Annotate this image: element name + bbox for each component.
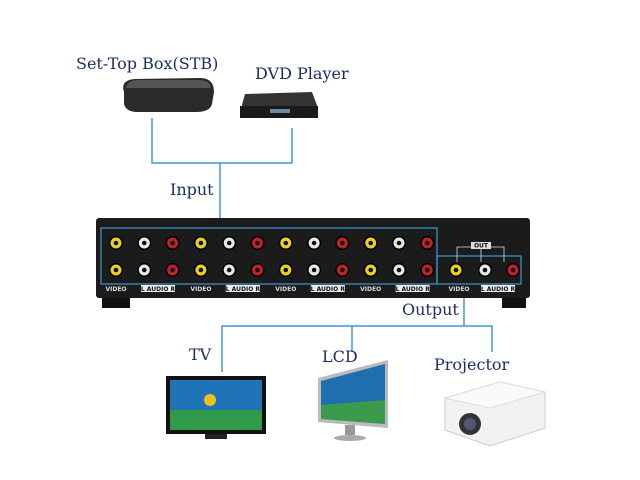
rca-jack [193, 263, 208, 277]
rca-jack [278, 263, 293, 277]
rca-jack [335, 236, 350, 250]
rca-jack [250, 236, 265, 250]
rca-jack [278, 236, 293, 250]
tv-image [166, 376, 266, 439]
lcd-monitor-image [318, 360, 388, 441]
rca-jack [478, 263, 492, 277]
audio-label: L AUDIO R [226, 286, 261, 293]
rca-jack [307, 236, 322, 250]
tv-label: TV [189, 345, 212, 364]
audio-label: L AUDIO R [141, 286, 176, 293]
rca-jack [420, 263, 435, 277]
input-line [151, 118, 293, 164]
rca-jack [193, 236, 208, 250]
rca-jack [307, 263, 322, 277]
set-top-box-image [123, 78, 214, 112]
output-label: Output [402, 300, 459, 319]
rca-jack [335, 263, 350, 277]
rca-jack [222, 236, 237, 250]
rca-jack [250, 263, 265, 277]
rca-jack [165, 236, 180, 250]
audio-label: L AUDIO R [481, 286, 516, 293]
out-label: OUT [474, 243, 489, 250]
rca-jack [420, 236, 435, 250]
stb-label: Set-Top Box(STB) [76, 54, 219, 73]
video-label: VIDEO [275, 286, 296, 293]
dvd-player-label: DVD Player [255, 64, 349, 83]
output-line [221, 325, 493, 372]
rca-jack [137, 236, 152, 250]
audio-label: L AUDIO R [396, 286, 431, 293]
rca-jack [363, 263, 378, 277]
rca-jack [222, 263, 237, 277]
audio-label: L AUDIO R [311, 286, 346, 293]
dvd-player-image [240, 92, 318, 118]
rca-jack [363, 236, 378, 250]
lcd-label: LCD [322, 347, 358, 366]
projector-image [444, 381, 546, 447]
rca-jack [449, 263, 463, 277]
rca-jack [165, 263, 180, 277]
av-switch-panel: OUT VIDEO L AUDIO R VIDEO L AUDIO R VIDEO L A… [96, 218, 530, 308]
video-label: VIDEO [360, 286, 381, 293]
video-label: VIDEO [448, 286, 469, 293]
input-label: Input [170, 180, 214, 199]
rca-jack [392, 263, 406, 277]
rca-jack [506, 263, 520, 277]
projector-label: Projector [434, 355, 510, 374]
rca-jack [137, 263, 152, 277]
rca-jack [109, 236, 123, 250]
rca-jack [392, 236, 406, 250]
video-label: VIDEO [105, 286, 126, 293]
video-label: VIDEO [190, 286, 211, 293]
rca-jack [109, 263, 123, 277]
